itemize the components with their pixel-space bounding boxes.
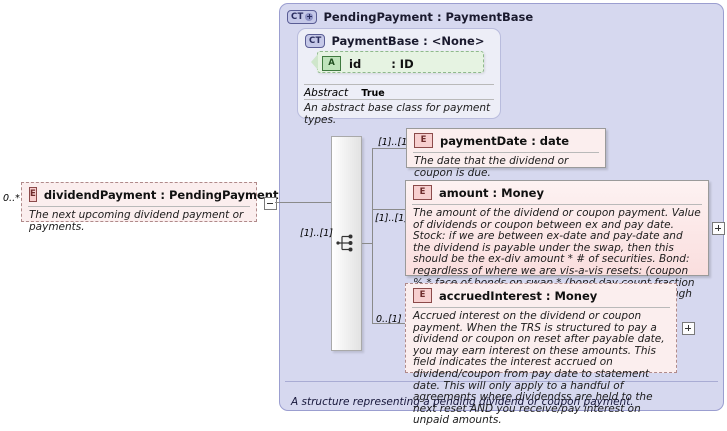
element-title: paymentDate : date bbox=[440, 133, 570, 148]
element-divider bbox=[413, 152, 599, 153]
attribute-row: A id : ID bbox=[318, 52, 483, 75]
complextype-header: CT PendingPayment : PaymentBase bbox=[280, 4, 723, 26]
attribute-badge: A bbox=[322, 56, 341, 71]
expand-plus-icon bbox=[305, 12, 314, 21]
footer-divider bbox=[285, 381, 718, 382]
cardinality-amount: [1]..[1] bbox=[375, 213, 408, 224]
sequence-icon bbox=[336, 234, 353, 252]
cardinality-paymentdate: [1]..[1] bbox=[378, 137, 411, 148]
attribute-type: : ID bbox=[391, 56, 414, 71]
element-badge: E bbox=[413, 288, 432, 303]
branch-trunk bbox=[372, 148, 373, 323]
basetype-divider-top bbox=[304, 84, 494, 85]
element-title-row: E amount : Money bbox=[406, 181, 708, 204]
element-title: amount : Money bbox=[439, 185, 544, 200]
element-description: Accrued interest on the dividend or coup… bbox=[413, 310, 665, 427]
expand-toggle-accruedinterest[interactable] bbox=[682, 322, 695, 335]
attribute-name: id bbox=[349, 56, 362, 71]
attribute-box-id[interactable]: A id : ID bbox=[311, 51, 484, 75]
branch-to-accruedinterest bbox=[372, 323, 405, 324]
branch-stub-compositor bbox=[362, 243, 372, 244]
element-box-amount[interactable]: E amount : Money The amount of the divid… bbox=[405, 180, 709, 312]
cardinality-compositor: [1]..[1] bbox=[300, 228, 333, 239]
cardinality-accruedinterest: 0..[1] bbox=[376, 314, 402, 325]
expand-toggle-amount[interactable] bbox=[712, 222, 725, 235]
basetype-description: An abstract base class for payment types… bbox=[304, 102, 491, 126]
element-description: The date that the dividend or coupon is … bbox=[414, 155, 569, 179]
facet-key: Abstract bbox=[304, 87, 349, 99]
element-box-dividendpayment[interactable]: E dividendPayment : PendingPayment The n… bbox=[21, 182, 278, 232]
element-title: dividendPayment : PendingPayment bbox=[43, 187, 279, 202]
branch-to-paymentdate bbox=[372, 148, 416, 149]
basetype-header: CT PaymentBase : <None> bbox=[298, 29, 500, 50]
attribute-pointer-icon bbox=[311, 54, 318, 70]
basetype-divider-bottom bbox=[304, 99, 494, 100]
xsd-diagram-canvas: CT PendingPayment : PaymentBase A struct… bbox=[3, 3, 725, 426]
element-divider bbox=[412, 307, 670, 308]
basetype-panel-paymentbase: CT PaymentBase : <None> bbox=[297, 28, 501, 119]
element-box-paymentdate[interactable]: E paymentDate : date The date that the d… bbox=[406, 128, 606, 178]
complextype-badge[interactable]: CT bbox=[305, 34, 326, 48]
element-title-row: E accruedInterest : Money bbox=[406, 284, 676, 307]
element-divider bbox=[412, 204, 702, 205]
element-divider bbox=[28, 206, 250, 207]
element-title: accruedInterest : Money bbox=[439, 288, 598, 303]
facet-value: True bbox=[361, 88, 385, 99]
element-title-row: E paymentDate : date bbox=[407, 129, 605, 152]
basetype-title: PaymentBase : <None> bbox=[331, 34, 485, 48]
facet-row-abstract: Abstract True bbox=[304, 87, 494, 99]
element-badge: E bbox=[414, 133, 433, 148]
connector-root-to-panel bbox=[275, 202, 340, 203]
complextype-title: PendingPayment : PaymentBase bbox=[323, 9, 534, 24]
element-badge: E bbox=[413, 185, 432, 200]
element-description: The next upcoming dividend payment or pa… bbox=[29, 209, 244, 233]
complextype-footer-note: A structure representing a pending divid… bbox=[291, 396, 634, 408]
element-badge: E bbox=[29, 187, 37, 202]
branch-to-amount bbox=[372, 209, 405, 210]
collapse-toggle-dividendpayment[interactable] bbox=[264, 197, 277, 210]
cardinality-root: 0..* bbox=[3, 193, 20, 204]
element-box-accruedinterest[interactable]: E accruedInterest : Money Accrued intere… bbox=[405, 283, 677, 426]
complextype-badge-expandable[interactable]: CT bbox=[287, 9, 318, 24]
element-title-row: E dividendPayment : PendingPayment bbox=[22, 183, 278, 206]
